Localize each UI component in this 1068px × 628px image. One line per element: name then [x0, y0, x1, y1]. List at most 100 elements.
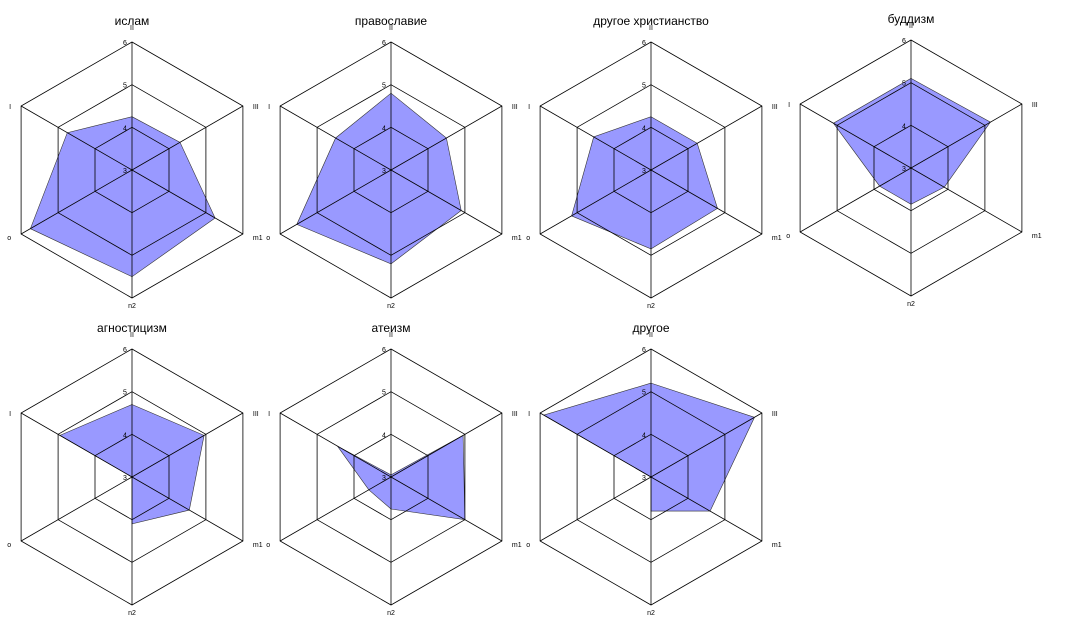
- tick-label: 4: [382, 432, 386, 439]
- tick-label: 4: [642, 432, 646, 439]
- axis-label: II: [649, 25, 653, 32]
- axis-label: III: [512, 104, 518, 111]
- tick-label: 4: [123, 432, 127, 439]
- axis-label: n2: [907, 301, 915, 308]
- chart-title: другое христианство: [593, 14, 709, 28]
- axis-label: I: [9, 104, 11, 111]
- axis-spoke: [279, 476, 392, 542]
- axis-spoke: [539, 105, 652, 171]
- axis-label: III: [772, 411, 778, 418]
- axis-label: m1: [253, 542, 263, 549]
- axis-label: m1: [512, 542, 522, 549]
- axis-spoke: [539, 169, 652, 235]
- axis-label: o: [7, 235, 11, 242]
- tick-label: 4: [902, 123, 906, 130]
- axis-label: III: [253, 104, 259, 111]
- axis-spoke: [279, 169, 392, 235]
- axis-label: II: [130, 332, 134, 339]
- axis-label: m1: [512, 235, 522, 242]
- tick-label: 4: [382, 125, 386, 132]
- axis-label: o: [526, 542, 530, 549]
- axis-spoke: [910, 167, 1023, 233]
- axis-label: o: [526, 235, 530, 242]
- axis-label: II: [909, 23, 913, 30]
- tick-label: 4: [123, 125, 127, 132]
- axis-spoke: [390, 105, 503, 171]
- axis-spoke: [390, 476, 503, 542]
- axis-label: n2: [647, 610, 655, 617]
- axis-label: n2: [387, 610, 395, 617]
- tick-label: 3: [123, 168, 127, 175]
- tick-label: 3: [123, 475, 127, 482]
- axis-spoke: [539, 412, 652, 478]
- axis-label: I: [528, 104, 530, 111]
- axis-spoke: [279, 412, 392, 478]
- tick-label: 3: [382, 475, 386, 482]
- axis-spoke: [20, 169, 133, 235]
- tick-label: 5: [902, 81, 906, 88]
- axis-label: III: [1032, 102, 1038, 109]
- tick-label: 5: [642, 390, 646, 397]
- axis-label: I: [528, 411, 530, 418]
- tick-label: 3: [382, 168, 386, 175]
- axis-label: II: [389, 25, 393, 32]
- chart-title: агностицизм: [97, 321, 167, 335]
- axis-label: II: [389, 332, 393, 339]
- tick-label: 4: [642, 125, 646, 132]
- axis-spoke: [131, 169, 244, 235]
- axis-spoke: [390, 412, 503, 478]
- axis-spoke: [799, 167, 912, 233]
- radar-series-polygon: [832, 78, 991, 205]
- tick-label: 6: [123, 347, 127, 354]
- chart-title: другое: [632, 321, 669, 335]
- axis-spoke: [279, 105, 392, 171]
- axis-spoke: [131, 476, 244, 542]
- tick-label: 3: [642, 475, 646, 482]
- axis-label: n2: [647, 303, 655, 310]
- radar-series-polygon: [296, 92, 462, 265]
- tick-label: 5: [382, 83, 386, 90]
- axis-label: III: [253, 411, 259, 418]
- radar-series-polygon: [337, 434, 466, 521]
- tick-label: 5: [123, 83, 127, 90]
- axis-label: n2: [128, 303, 136, 310]
- tick-label: 6: [123, 40, 127, 47]
- axis-label: m1: [772, 542, 782, 549]
- radar-series-polygon: [543, 382, 755, 512]
- axis-spoke: [390, 169, 503, 235]
- axis-spoke: [799, 103, 912, 169]
- axis-spoke: [650, 412, 763, 478]
- axis-label: I: [788, 102, 790, 109]
- chart-title: ислам: [115, 14, 150, 28]
- axis-label: n2: [128, 610, 136, 617]
- tick-label: 6: [382, 347, 386, 354]
- axis-label: III: [512, 411, 518, 418]
- chart-title: православие: [355, 14, 428, 28]
- axis-label: o: [266, 235, 270, 242]
- tick-label: 3: [642, 168, 646, 175]
- axis-label: n2: [387, 303, 395, 310]
- axis-label: m1: [772, 235, 782, 242]
- tick-label: 6: [382, 40, 386, 47]
- tick-label: 3: [902, 166, 906, 173]
- chart-title: атеизм: [372, 321, 411, 335]
- axis-spoke: [650, 476, 763, 542]
- tick-label: 5: [642, 83, 646, 90]
- tick-label: 5: [382, 390, 386, 397]
- axis-label: I: [268, 104, 270, 111]
- axis-spoke: [910, 103, 1023, 169]
- axis-spoke: [20, 412, 133, 478]
- axis-label: I: [268, 411, 270, 418]
- axis-spoke: [539, 476, 652, 542]
- tick-label: 6: [902, 38, 906, 45]
- axis-spoke: [131, 412, 244, 478]
- tick-label: 6: [642, 347, 646, 354]
- axis-label: m1: [1032, 233, 1042, 240]
- chart-title: буддизм: [888, 12, 935, 26]
